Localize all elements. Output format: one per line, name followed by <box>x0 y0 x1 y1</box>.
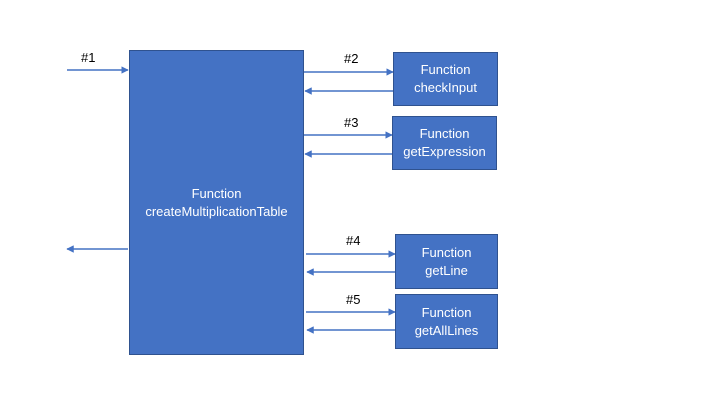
helper-box-get-all-lines: Function getAllLines <box>395 294 498 349</box>
arrow-label-4: #4 <box>346 233 361 248</box>
arrow-label-5: #5 <box>346 292 361 307</box>
arrow-label-3: #3 <box>344 115 359 130</box>
main-function-keyword: Function <box>191 185 242 201</box>
helper-name: checkInput <box>414 80 477 95</box>
helper-keyword: Function <box>421 304 472 320</box>
helper-name: getExpression <box>403 144 486 159</box>
main-function-box: Function createMultiplicationTable <box>129 50 304 355</box>
arrow-label-2: #2 <box>344 51 359 66</box>
helper-keyword: Function <box>419 126 470 141</box>
helper-name: getAllLines <box>414 322 479 338</box>
helper-keyword: Function <box>421 244 472 260</box>
helper-box-check-input: Function checkInput <box>393 52 498 106</box>
helper-name: getLine <box>425 262 468 278</box>
helper-box-get-line: Function getLine <box>395 234 498 289</box>
helper-keyword: Function <box>420 62 471 77</box>
helper-box-get-expression: Function getExpression <box>392 116 497 170</box>
arrow-label-1: #1 <box>81 50 96 65</box>
main-function-name: createMultiplicationTable <box>145 203 288 219</box>
